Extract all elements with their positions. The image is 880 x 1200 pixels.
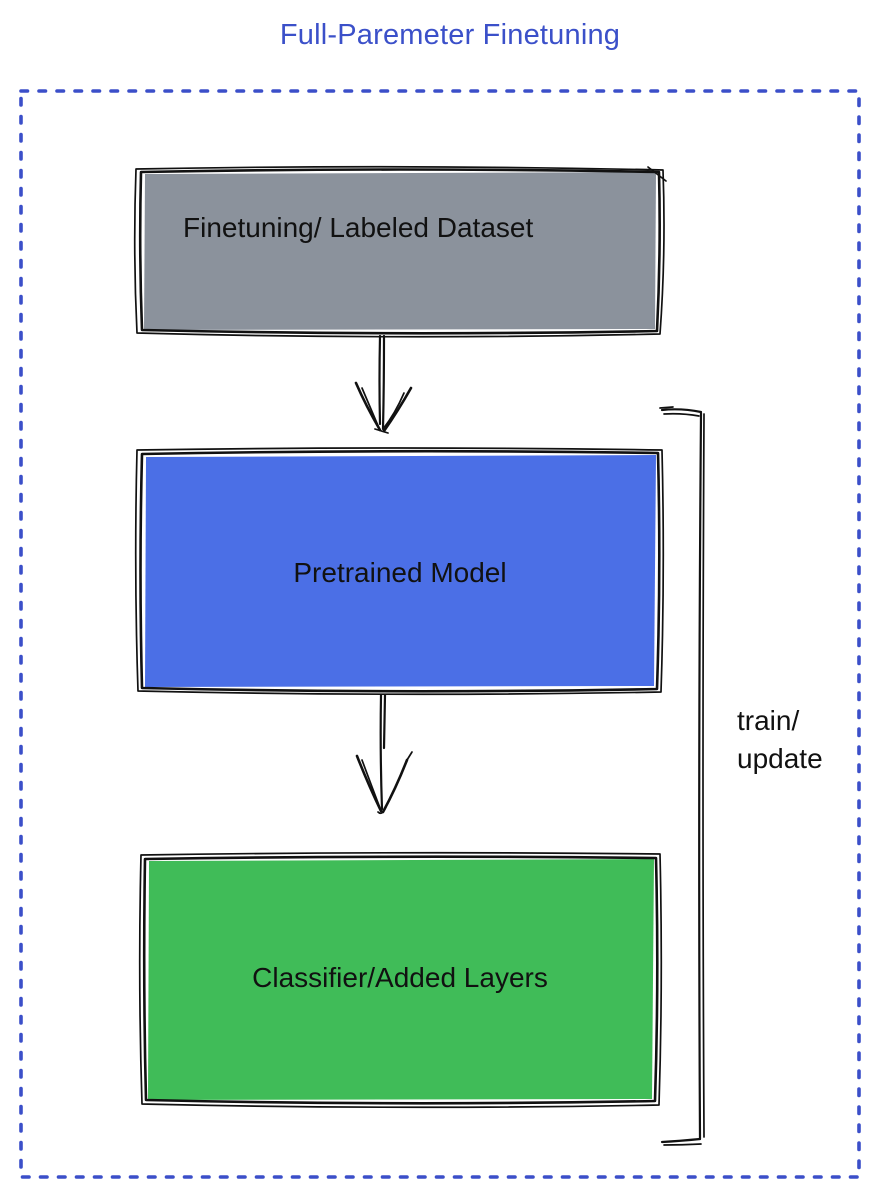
- pretrained-box-border: [139, 449, 661, 693]
- diagram-title: Full-Paremeter Finetuning: [279, 19, 621, 51]
- dataset-box-border-sketch: [133, 165, 665, 338]
- dataset-box-border: [138, 168, 661, 335]
- arrow-pretrained-to-classifier: [355, 693, 413, 815]
- dataset-box-label: Finetuning/ Labeled Dataset: [183, 212, 534, 243]
- train-update-bracket: [659, 406, 705, 1146]
- dataset-box-corner-stroke: [647, 166, 667, 182]
- pretrained-box: [134, 447, 665, 696]
- classifier-box-border: [142, 855, 659, 1105]
- classifier-box-label: Classifier/Added Layers: [252, 962, 548, 993]
- dataset-box: [133, 165, 667, 338]
- train-update-label: train/ update: [737, 702, 823, 778]
- arrow-dataset-to-pretrained: [354, 334, 413, 434]
- pretrained-box-fill: [145, 455, 656, 687]
- dashed-frame: [19, 89, 861, 1179]
- train-update-line2: update: [737, 743, 823, 774]
- classifier-box: [138, 851, 663, 1109]
- classifier-box-border-sketch: [138, 851, 663, 1109]
- pretrained-box-label: Pretrained Model: [293, 557, 507, 588]
- dataset-box-fill: [144, 172, 656, 330]
- classifier-box-fill: [148, 859, 654, 1100]
- train-update-line1: train/: [737, 705, 800, 736]
- pretrained-box-border-sketch: [134, 447, 665, 696]
